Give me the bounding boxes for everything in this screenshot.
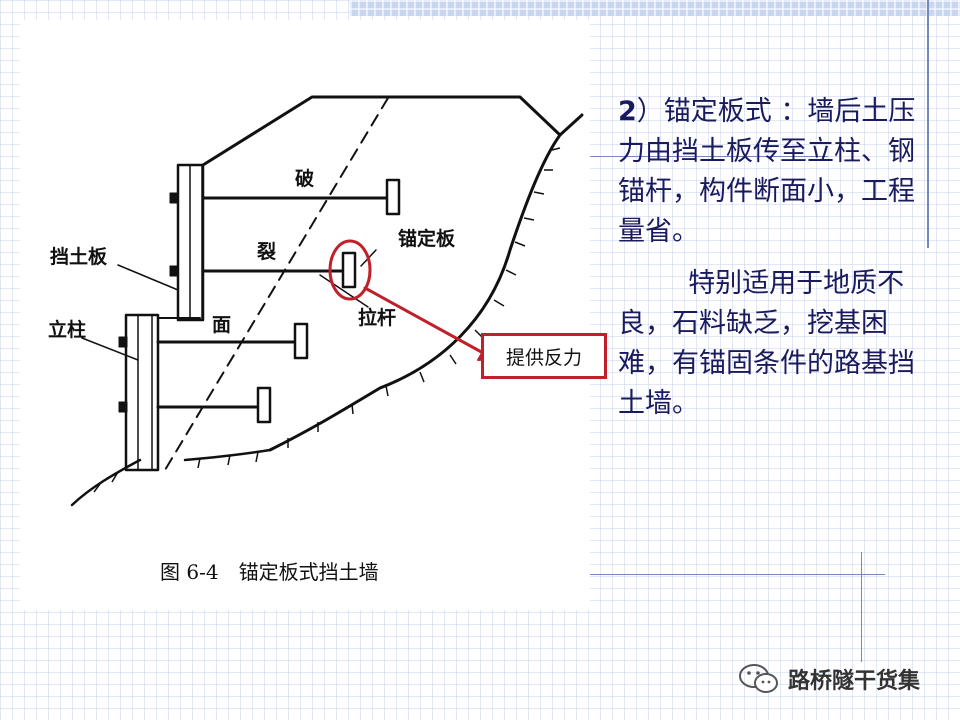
header-band (350, 0, 960, 16)
bolt-head-3 (118, 336, 128, 348)
figure-caption: 图 6-4 锚定板式挡土墙 (160, 560, 379, 584)
deco-vertical-line (927, 0, 929, 248)
ground-left (70, 458, 142, 507)
slope-outline (201, 95, 584, 167)
deco-horizontal-line (583, 156, 828, 157)
paragraph-1: 2）锚定板式 ：墙后土压力由挡土板传至立柱、钢锚杆，构件断面小，工程量省。 (618, 92, 918, 252)
label-lagan: 拉杆 (358, 306, 396, 329)
wechat-icon (739, 664, 778, 693)
anchor-plate-1 (385, 178, 401, 216)
highlight-ellipse (328, 239, 372, 301)
paragraph-2: 特别适用于地质不良，石料缺乏，挖基困难，有锚固条件的路基挡土墙。 (618, 268, 915, 419)
anchor-plate-3 (293, 322, 309, 360)
deco-vertical-line-bottom (861, 552, 862, 662)
lower-wall-panel (124, 313, 160, 472)
label-maodingban: 锚定板 (398, 227, 456, 250)
ground-right (183, 448, 272, 462)
lower-column (137, 314, 153, 471)
callout-box: 提供反力 (481, 333, 607, 379)
label-lizhu: 立柱 (48, 318, 86, 341)
label-lie: 裂 (257, 241, 276, 263)
label-dangtuban: 挡土板 (50, 245, 108, 268)
slope-face (268, 133, 562, 452)
bolt-head-1 (169, 192, 179, 204)
text-panel: 2）锚定板式 ：墙后土压力由挡土板传至立柱、钢锚杆，构件断面小，工程量省。 特别… (618, 92, 918, 424)
item-number: 2 (618, 96, 637, 127)
watermark-text: 路桥隧干货集 (788, 669, 921, 694)
label-po: 破 (295, 168, 314, 190)
leader-lagan (319, 274, 369, 308)
upper-column (189, 164, 203, 321)
bolt-head-2 (169, 265, 179, 277)
paragraph-1-text: ）锚定板式 ：墙后土压力由挡土板传至立柱、钢锚杆，构件断面小，工程量省。 (618, 96, 916, 247)
slope-hatching (93, 147, 561, 493)
bolt-head-4 (118, 401, 128, 413)
retaining-wall-diagram: 破 裂 面 挡土板 立柱 锚定板 拉杆 图 6-4 锚定板式挡土墙 (48, 95, 584, 584)
callout-arrow-line (363, 286, 487, 356)
label-mian: 面 (212, 314, 231, 336)
figure-area: 破 裂 面 挡土板 立柱 锚定板 拉杆 图 6-4 锚定板式挡土墙 (20, 20, 590, 610)
watermark: 路桥隧干货集 (738, 662, 920, 696)
deco-horizontal-line-bottom (585, 574, 885, 575)
anchor-plate-2 (341, 251, 357, 289)
leader-dangtuban (117, 264, 179, 291)
anchor-plate-4 (256, 386, 272, 424)
leader-lizhu (81, 337, 139, 361)
